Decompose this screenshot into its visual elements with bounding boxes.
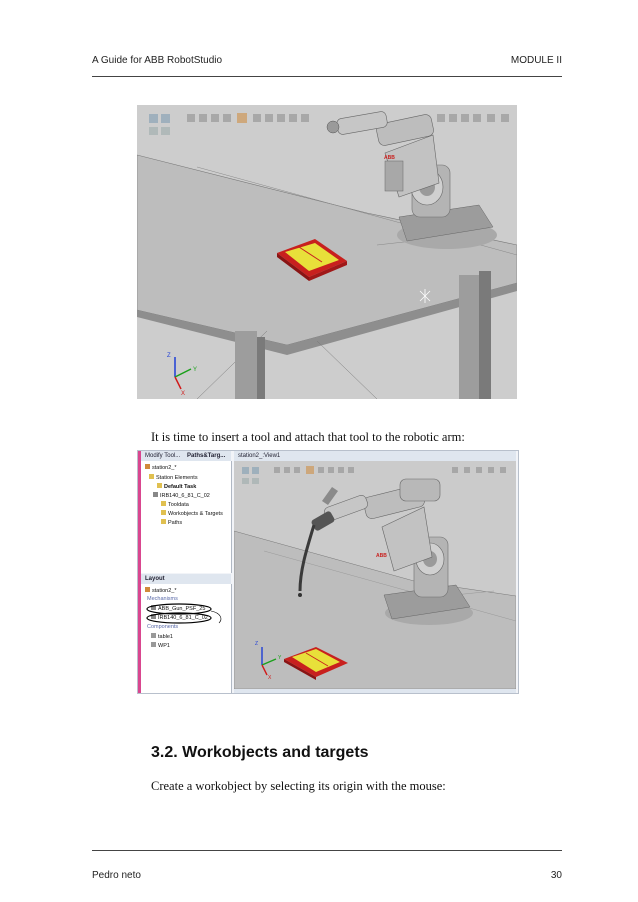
tree-item-station-elements[interactable]: Station Elements: [149, 474, 198, 481]
viewport-toolbar: [149, 113, 509, 135]
header-title: A Guide for ABB RobotStudio: [92, 55, 223, 66]
paths-targets-panel: station2_* Station Elements Default Task…: [141, 461, 232, 573]
robot-arm: [326, 111, 497, 249]
component-icon: [151, 633, 156, 638]
layout-item-station[interactable]: station2_*: [145, 587, 176, 594]
page-number: 30: [550, 870, 562, 881]
robot-icon: [153, 492, 158, 497]
axis2-y-label: Y: [278, 655, 282, 661]
axis2-z-label: Z: [255, 641, 259, 647]
component-icon: [151, 642, 156, 647]
tree-item-workobjects[interactable]: Workobjects & Targets: [161, 510, 223, 517]
robot-icon: [151, 614, 156, 619]
layout-item-robot[interactable]: IRB140_6_81_C_02: [151, 614, 208, 621]
folder-icon: [149, 474, 154, 479]
robot-abb-logo: ABB: [384, 155, 395, 161]
viewport2-illustration: [233, 461, 517, 690]
workpiece: [277, 239, 347, 281]
axis-z-label: Z: [167, 353, 171, 359]
cursor-marker: [419, 289, 431, 303]
tree-item-tooldata[interactable]: Tooldata: [161, 501, 189, 508]
footer-author: Pedro neto: [92, 870, 141, 881]
layout-panel: station2_* Mechanisms ABB_Gun_PSF_25 IRB…: [141, 584, 232, 693]
robot2-abb-logo: ABB: [376, 553, 387, 559]
axis-x-label: X: [181, 391, 185, 397]
footer-rule: [92, 850, 562, 851]
tree-item-robot[interactable]: IRB140_6_81_C_02: [153, 492, 210, 499]
station-icon: [145, 464, 150, 469]
axis-y-label: Y: [193, 367, 197, 373]
panel-accent-bar: [138, 451, 141, 693]
paragraph-insert-tool: It is time to insert a tool and attach t…: [151, 430, 465, 444]
paragraph-create-workobject: Create a workobject by selecting its ori…: [151, 779, 446, 793]
tree-item-station[interactable]: station2_*: [145, 464, 176, 471]
figure-robot-viewport: ABB Z Y X: [137, 105, 517, 399]
folder-icon: [161, 501, 166, 506]
folder-icon: [157, 483, 162, 488]
tab-station-view[interactable]: station2_:View1: [238, 453, 281, 459]
layout-item-gun[interactable]: ABB_Gun_PSF_25: [151, 605, 205, 612]
tree-item-paths[interactable]: Paths: [161, 519, 182, 526]
station-viewport[interactable]: ABB Z Y X: [233, 461, 517, 690]
page-footer: Pedro neto 30: [92, 870, 562, 884]
figure-robotstudio-window: Modify Tool... Paths&Targ... station2_:V…: [137, 450, 519, 694]
header-rule: [92, 76, 562, 77]
highlight-ellipses: [146, 603, 222, 624]
folder-icon: [161, 519, 166, 524]
header-module: MODULE II: [510, 55, 562, 66]
viewport-illustration: ABB Z Y X: [137, 105, 517, 399]
layout-item-table[interactable]: table1: [151, 633, 173, 640]
viewport-status-strip: [234, 689, 516, 693]
tab-modify-tool[interactable]: Modify Tool...: [145, 453, 181, 459]
station-icon: [145, 587, 150, 592]
tool-icon: [151, 605, 156, 610]
tab-paths-targets[interactable]: Paths&Targ...: [187, 453, 226, 459]
page-header: A Guide for ABB RobotStudio MODULE II: [92, 55, 562, 69]
axis2-x-label: X: [268, 675, 272, 681]
section-heading: 3.2. Workobjects and targets: [151, 744, 369, 761]
axes-gizmo: [174, 357, 192, 390]
viewport2-toolbar: [242, 466, 506, 484]
tree-item-default-task[interactable]: Default Task: [157, 483, 196, 490]
folder-icon: [161, 510, 166, 515]
layout-group-mechanisms: Mechanisms: [147, 596, 178, 602]
tab-layout[interactable]: Layout: [145, 576, 165, 582]
layout-group-components: Components: [147, 624, 179, 630]
layout-item-wp[interactable]: WP1: [151, 642, 170, 649]
